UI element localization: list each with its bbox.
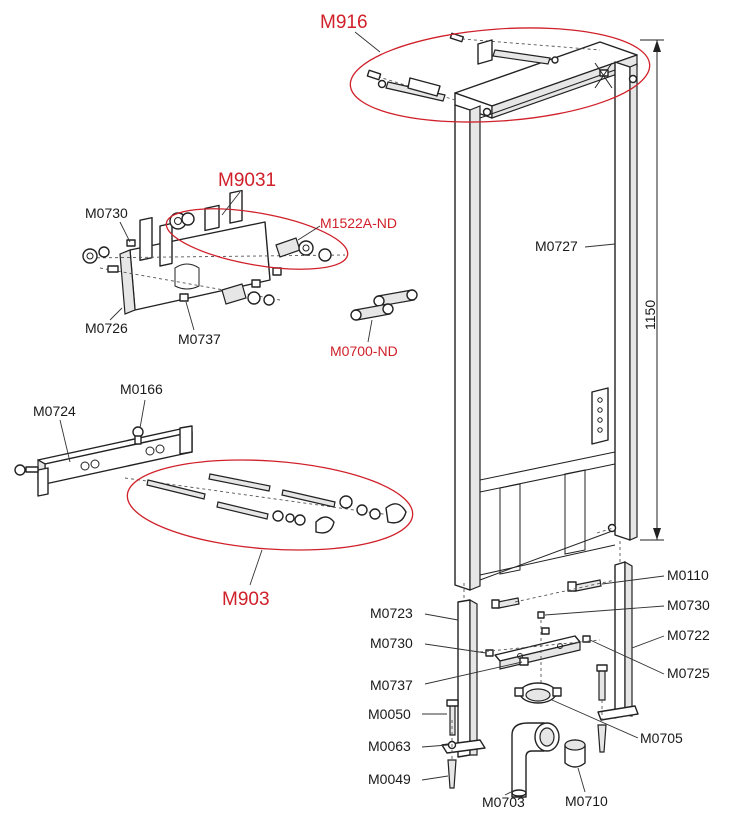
m0166-label: M0166 (120, 381, 163, 397)
bolts (491, 579, 616, 609)
m0724-label: M0724 (33, 403, 76, 419)
m9031-bracket (82, 189, 346, 315)
m0049-label: M0049 (368, 771, 411, 787)
m0705-clamp (514, 682, 562, 704)
m0705-label: M0705 (640, 730, 683, 746)
m0110-label: M0110 (667, 567, 709, 583)
m903-label: M903 (222, 589, 270, 610)
m0700-nd-label: M0700-ND (330, 343, 398, 359)
m0730-top-label: M0730 (85, 205, 128, 221)
m0710-sleeve (564, 739, 586, 768)
m0700-nd-connectors (350, 289, 418, 321)
m1522a-nd-label: M1522A-ND (320, 215, 397, 231)
m0050-label: M0050 (368, 706, 411, 722)
m0724-crossbar (14, 425, 391, 516)
m0063-label: M0063 (368, 738, 411, 754)
m0737-top-label: M0737 (178, 331, 221, 347)
height-dimension: 1150 (640, 39, 664, 541)
m0726-label: M0726 (85, 320, 128, 336)
m916-highlight (349, 27, 651, 123)
screws-anchors (446, 664, 608, 789)
m0725-label: M0725 (667, 665, 710, 681)
m903-rods (146, 473, 407, 534)
m0737-bottom-label: M0737 (370, 677, 413, 693)
m9031-label: M9031 (218, 170, 276, 191)
frame-m0727 (454, 41, 638, 591)
m903-highlight (126, 459, 414, 551)
m0722-label: M0722 (667, 627, 710, 643)
m0730-bottom-left-label: M0730 (370, 635, 413, 651)
m0723-label: M0723 (370, 605, 413, 621)
m0703-elbow (511, 722, 560, 798)
dimension-1150-label: 1150 (642, 300, 658, 330)
m9031-highlight (165, 208, 349, 270)
m916-label: M916 (320, 12, 368, 33)
legs (441, 540, 639, 758)
m0710-label: M0710 (565, 793, 608, 809)
m0730-bottom-right-label: M0730 (667, 597, 710, 613)
m0727-label: M0727 (535, 238, 578, 254)
m916-fixings (366, 32, 613, 102)
m0703-label: M0703 (482, 794, 525, 810)
